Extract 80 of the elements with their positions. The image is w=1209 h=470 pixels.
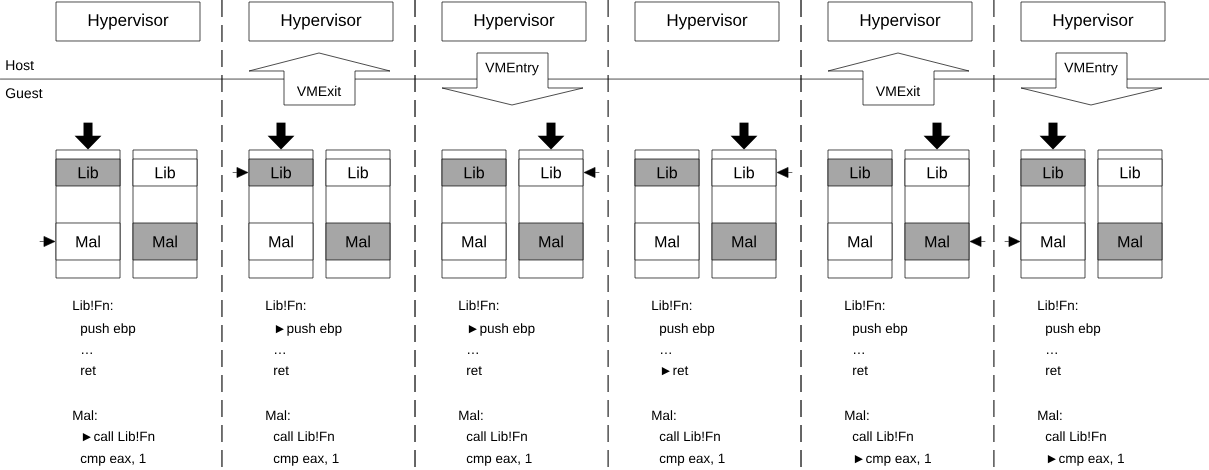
memory-segment: Mal (711, 222, 777, 261)
pointer-triangle (583, 167, 600, 178)
memory-segment: Lib (634, 158, 700, 187)
memory-segment: Lib (827, 158, 893, 187)
memory-segment: Lib (325, 158, 391, 187)
hypervisor-box: Hypervisor (441, 1, 587, 42)
region-label: Guest (5, 88, 43, 99)
memory-segment: Lib (1097, 158, 1163, 187)
code-line: … (1047, 352, 1057, 354)
code-line: push ebp (1046, 323, 1101, 336)
memory-segment: Lib (711, 158, 777, 187)
code-line: … (275, 352, 285, 354)
code-line: call Lib!Fn (852, 431, 913, 442)
code-line: ►ret (661, 366, 689, 376)
code-line: ret (81, 366, 96, 376)
code-line: cmp eax, 1 (659, 453, 725, 466)
memory-segment: Mal (904, 222, 970, 261)
memory-segment: Mal (634, 222, 700, 261)
memory-segment: Mal (518, 222, 584, 261)
code-line: call Lib!Fn (466, 431, 527, 442)
memory-segment: Lib (132, 158, 198, 187)
code-line: … (468, 352, 478, 354)
memory-segment: Lib (55, 158, 121, 187)
pointer-triangle (969, 236, 986, 247)
pointer-triangle (232, 167, 249, 178)
code-line: ret (1046, 366, 1061, 376)
code-line: cmp eax, 1 (80, 453, 146, 466)
code-line: ret (467, 366, 482, 376)
code-line: ret (853, 366, 868, 376)
memory-segment: Mal (55, 222, 121, 261)
code-line: Mal: (1038, 410, 1062, 421)
code-line: call Lib!Fn (1045, 431, 1106, 442)
code-line: ►call Lib!Fn (82, 431, 155, 442)
pointer-triangle (1004, 236, 1021, 247)
memory-segment: Mal (325, 222, 391, 261)
code-line: Mal: (459, 410, 483, 421)
code-line: … (854, 352, 864, 354)
code-line: Mal: (266, 410, 290, 421)
memory-segment: Mal (441, 222, 507, 261)
code-line: push ebp (660, 323, 715, 336)
memory-segment: Mal (248, 222, 314, 261)
hypervisor-box: Hypervisor (248, 1, 394, 42)
memory-segment: Lib (518, 158, 584, 187)
code-line: Lib!Fn: (652, 300, 692, 311)
memory-segment: Lib (904, 158, 970, 187)
memory-segment: Mal (132, 222, 198, 261)
code-line: … (661, 352, 671, 354)
memory-segment: Lib (248, 158, 314, 187)
code-line: Lib!Fn: (1038, 300, 1078, 311)
code-line: ►push ebp (275, 323, 342, 336)
hypervisor-box: Hypervisor (827, 1, 973, 42)
code-line: ►cmp eax, 1 (1047, 453, 1124, 466)
code-line: ret (274, 366, 289, 376)
hypervisor-box: Hypervisor (634, 1, 780, 42)
code-line: ►cmp eax, 1 (854, 453, 931, 466)
code-line: … (82, 352, 92, 354)
code-line: Lib!Fn: (845, 300, 885, 311)
code-line: push ebp (81, 323, 136, 336)
region-label: Host (6, 60, 34, 71)
memory-segment: Lib (441, 158, 507, 187)
memory-segment: Mal (1097, 222, 1163, 261)
code-line: Mal: (845, 410, 869, 421)
code-line: Lib!Fn: (73, 300, 113, 311)
code-line: Mal: (652, 410, 676, 421)
code-line: call Lib!Fn (273, 431, 334, 442)
code-line: ►push ebp (468, 323, 535, 336)
memory-segment: Mal (1020, 222, 1086, 261)
hypervisor-box: Hypervisor (55, 1, 201, 42)
code-line: Mal: (73, 410, 97, 421)
hypervisor-box: Hypervisor (1020, 1, 1166, 42)
memory-segment: Lib (1020, 158, 1086, 187)
code-line: Lib!Fn: (266, 300, 306, 311)
code-line: Lib!Fn: (459, 300, 499, 311)
pointer-triangle (39, 236, 56, 247)
pointer-triangle (776, 167, 793, 178)
code-line: call Lib!Fn (659, 431, 720, 442)
code-line: push ebp (853, 323, 908, 336)
code-line: cmp eax, 1 (273, 453, 339, 466)
code-line: cmp eax, 1 (466, 453, 532, 466)
memory-segment: Mal (827, 222, 893, 261)
